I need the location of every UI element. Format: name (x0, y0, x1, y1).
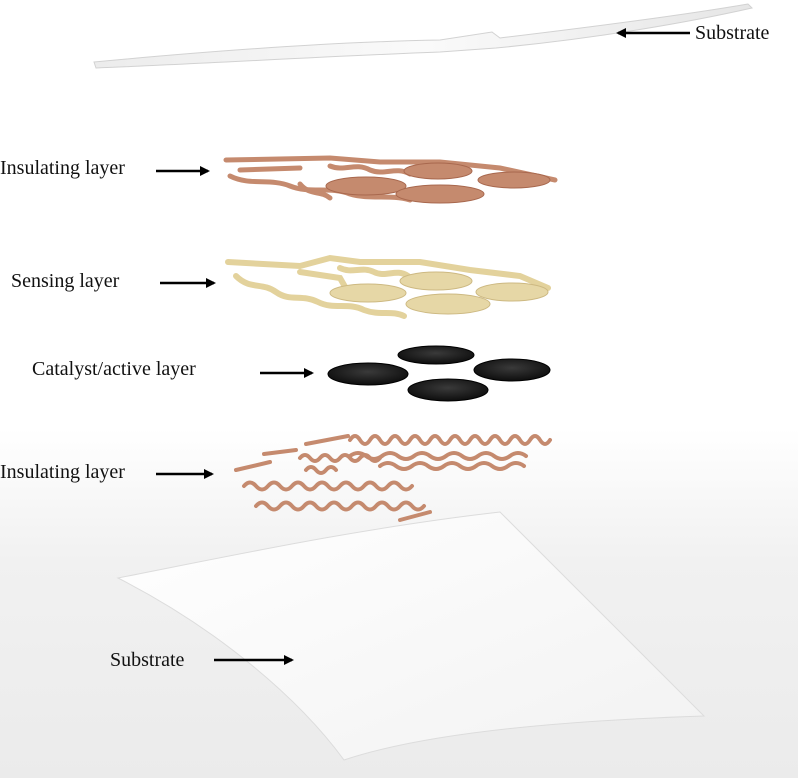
bottom-substrate-sheet (116, 511, 706, 761)
catalyst-layer-label: Catalyst/active layer (32, 358, 196, 380)
sensing-layer (225, 254, 551, 319)
catalyst-discs (327, 345, 551, 402)
label-arrows (156, 28, 690, 665)
lower-insulating-layer (234, 434, 552, 522)
lower-insulating-layer-label: Insulating layer (0, 461, 125, 483)
top-substrate-label: Substrate (695, 22, 770, 44)
bottom-substrate-label: Substrate (110, 649, 185, 671)
top-substrate-sheet (93, 3, 753, 69)
sensing-layer-label: Sensing layer (11, 270, 120, 292)
upper-insulating-layer (223, 155, 558, 204)
upper-insulating-layer-label: Insulating layer (0, 157, 125, 179)
